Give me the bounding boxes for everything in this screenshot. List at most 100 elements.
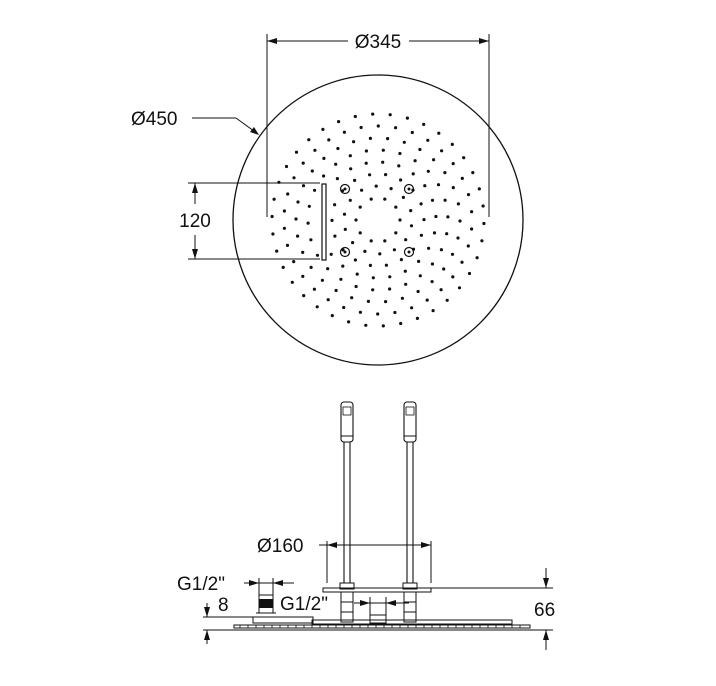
nozzle-dot (364, 323, 368, 327)
jet-nozzles (339, 183, 415, 258)
nozzle-dot (439, 288, 443, 292)
nozzle-dot (436, 183, 441, 187)
nozzle-dot (336, 146, 340, 151)
shower-plate-outline (232, 74, 524, 366)
nozzle-dot (285, 243, 290, 247)
nozzle-dot (443, 198, 447, 202)
nozzle-dot (410, 306, 414, 310)
nozzle-dot (358, 205, 362, 209)
nozzle-dot (403, 269, 407, 273)
shower-head-body (233, 616, 531, 631)
nozzle-dot (363, 249, 367, 253)
nozzle-dot (430, 262, 434, 266)
nozzle-dot (378, 252, 382, 256)
nozzle-dot (481, 204, 485, 208)
nozzle-dot (354, 218, 358, 222)
dimension-66: 66 (431, 568, 555, 650)
nozzle-dot (419, 233, 423, 237)
nozzle-dot (443, 171, 447, 175)
nozzle-dot (471, 171, 475, 175)
dimension-66-label: 66 (534, 600, 555, 621)
nozzle-dot (281, 265, 285, 269)
nozzle-dot (307, 138, 311, 142)
nozzle-dot (415, 316, 419, 320)
nozzle-dot (388, 287, 392, 291)
nozzle-dot (426, 169, 430, 173)
nozzle-dot (384, 173, 388, 177)
nozzle-dot (322, 174, 326, 178)
nozzle-dot (301, 184, 306, 188)
nozzle-dot (425, 298, 429, 302)
nozzle-dot (329, 252, 333, 256)
nozzle-dot (445, 232, 449, 236)
nozzle-dot (290, 280, 294, 284)
nozzle-dot (337, 120, 341, 124)
nozzle-dot (450, 142, 454, 146)
nozzle-dot (381, 324, 385, 328)
nozzle-dot (360, 188, 364, 192)
nozzle-dot (342, 130, 346, 134)
nozzle-dot (431, 309, 435, 313)
nozzle-dot (417, 259, 421, 263)
nozzle-dot (381, 148, 385, 152)
nozzle-dot (416, 289, 420, 294)
nozzle-dot (301, 274, 305, 278)
nozzle-dot (312, 287, 316, 291)
nozzle-dot (282, 226, 286, 230)
nozzle-dot (386, 137, 390, 141)
nozzle-dot (409, 224, 414, 228)
nozzle-dot (458, 219, 462, 223)
nozzle-dot (369, 197, 373, 201)
side-view: Ø160 G1/2" G1/2" 8 (177, 401, 555, 650)
nozzle-dot (310, 169, 314, 173)
nozzle-dot (296, 200, 300, 204)
nozzle-dot (343, 227, 347, 231)
nozzle-dot (411, 172, 415, 176)
nozzle-dot (457, 286, 462, 290)
nozzle-dot (432, 231, 437, 235)
nozzle-dot (359, 125, 363, 130)
nozzle-dot (364, 161, 368, 165)
nozzle-dot (376, 124, 380, 128)
jet-nozzle (403, 183, 415, 195)
nozzle-dot (456, 236, 460, 240)
jet-nozzle (339, 246, 351, 258)
nozzle-dot (399, 178, 403, 182)
nozzle-dot (354, 284, 358, 289)
nozzle-dot (334, 162, 338, 166)
nozzle-dot (334, 288, 338, 293)
led-slot (321, 183, 327, 261)
nozzle-dot (399, 258, 403, 262)
nozzle-dot (400, 296, 404, 300)
nozzle-dot (445, 298, 449, 302)
dimension-160: Ø160 (257, 536, 432, 583)
nozzle-dot (397, 164, 401, 168)
dimension-8: 8 (203, 595, 253, 644)
nozzle-dot (440, 149, 444, 153)
dimension-450: Ø450 (131, 109, 259, 135)
nozzle-dot (335, 177, 339, 181)
left-supply-pipe (339, 401, 355, 623)
nozzle-dot (405, 116, 409, 120)
nozzle-dot (286, 192, 290, 196)
nozzle-dot (292, 176, 296, 180)
nozzle-dot (294, 217, 298, 221)
nozzle-dot (368, 173, 372, 177)
nozzle-dot (401, 195, 405, 199)
nozzle-dot (418, 147, 422, 152)
dimension-thread-right: G1/2" (280, 594, 409, 615)
nozzle-dot (480, 239, 484, 243)
nozzle-dot (410, 130, 414, 135)
nozzle-dot (309, 238, 313, 242)
nozzle-dot (342, 305, 346, 310)
nozzle-dot (394, 126, 398, 130)
nozzle-dot (462, 156, 466, 160)
nozzle-dot (402, 140, 406, 144)
nozzle-dot (451, 186, 455, 190)
jet-nozzle (403, 246, 415, 258)
nozzle-dot (460, 260, 464, 264)
dimension-450-label: Ø450 (131, 109, 177, 130)
nozzle-dot (399, 321, 403, 326)
nozzle-dot (350, 296, 354, 300)
nozzle-dot (369, 239, 373, 243)
